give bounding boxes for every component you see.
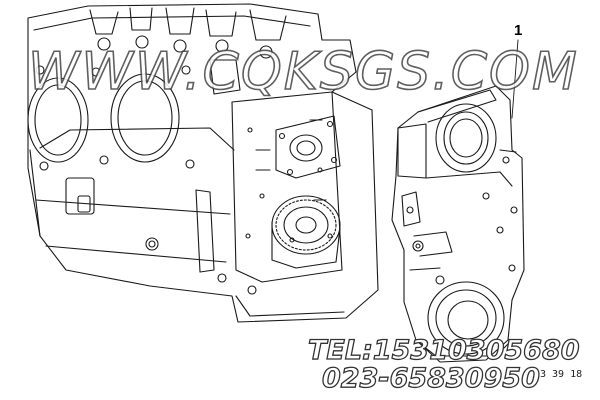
cylinder-bore-1 <box>27 77 89 163</box>
front-cover-part <box>391 85 525 363</box>
contact-phone-line-2: 023-65830950 <box>321 363 540 394</box>
watermark-text: WWW.CQKSGS.COM <box>27 41 579 103</box>
figure-number: 3 39 18 <box>540 369 583 380</box>
engine-block <box>27 3 379 323</box>
front-plate <box>231 91 343 283</box>
contact-phone-line-1: TEL:15310305680 <box>307 335 580 366</box>
callout-leader-line <box>511 39 519 119</box>
accessory-flange <box>275 115 341 179</box>
crankshaft-seal-bore <box>427 281 505 355</box>
cylinder-bore-2 <box>110 73 180 163</box>
callout-label: 1 <box>514 22 523 39</box>
upper-seal-bore <box>435 103 497 173</box>
crankshaft-gear <box>271 195 341 269</box>
